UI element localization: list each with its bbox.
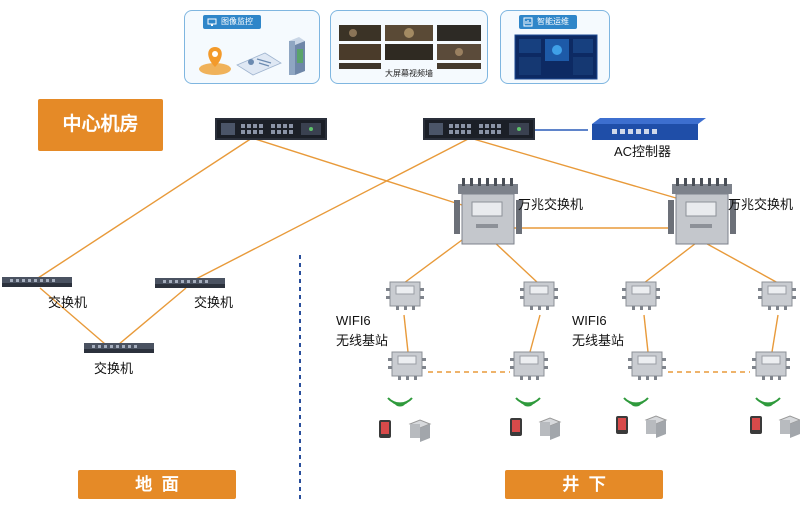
mobile-terminal-icon xyxy=(379,420,391,438)
id-card-icon xyxy=(236,52,282,76)
video-wall-screens xyxy=(339,25,481,69)
wifi6-base-station-6 xyxy=(757,281,797,311)
video-wall-panel: 大屏幕视频墙 xyxy=(330,10,488,84)
switch-label-left: 交换机 xyxy=(48,295,88,310)
cap-lamp-terminal-icon xyxy=(409,419,431,443)
cap-lamp-terminal-icon xyxy=(779,415,800,439)
cap-lamp-terminal-icon xyxy=(645,415,667,439)
wifi6-label-left-line2: 无线基站 xyxy=(336,333,389,348)
zone-label-underground: 井 下 xyxy=(505,470,663,499)
server-tower-icon xyxy=(289,37,305,75)
wifi6-base-station-3 xyxy=(387,351,427,381)
image-monitoring-title: 图像监控 xyxy=(203,15,261,29)
mobile-terminal-icon xyxy=(616,416,628,434)
core-switch-left xyxy=(215,118,327,140)
ac-controller-label: AC控制器 xyxy=(614,144,672,159)
cap-lamp-terminal-icon xyxy=(539,417,561,441)
wifi6-base-station-2 xyxy=(519,281,559,311)
wifi-signal-icon xyxy=(755,397,781,407)
ground-switch-right xyxy=(155,278,225,288)
wifi6-base-station-5 xyxy=(621,281,661,311)
mobile-terminal-icon xyxy=(510,418,522,436)
ground-switch-left xyxy=(2,277,72,287)
smart-ops-panel: 智能运维 xyxy=(500,10,610,84)
ground-switch-bottom xyxy=(84,343,154,353)
wifi6-base-station-7 xyxy=(627,351,667,381)
video-tiles xyxy=(339,25,481,69)
switch-label-bottom: 交换机 xyxy=(94,361,134,376)
ac-controller-device xyxy=(592,118,706,140)
video-wall-caption: 大屏幕视频墙 xyxy=(385,69,433,78)
dashboard-icon xyxy=(523,17,533,27)
underground-10g-switch-right xyxy=(667,177,737,245)
zone-label-ground: 地 面 xyxy=(78,470,236,499)
10g-switch-label-left: 万兆交换机 xyxy=(518,197,584,212)
zone-label-center-room: 中心机房 xyxy=(38,99,163,151)
switch-label-right: 交换机 xyxy=(194,295,234,310)
monitor-icon xyxy=(207,18,217,26)
underground-10g-switch-left xyxy=(453,177,523,245)
wifi-signal-icon xyxy=(387,397,413,407)
wifi6-base-station-8 xyxy=(751,351,791,381)
monitoring-illustration xyxy=(199,37,305,76)
core-switch-right xyxy=(423,118,535,140)
wifi6-base-station-1 xyxy=(385,281,425,311)
10g-switch-label-right: 万兆交换机 xyxy=(728,197,794,212)
mobile-terminal-icon xyxy=(750,416,762,434)
image-monitoring-panel: 图像监控 xyxy=(184,10,320,84)
wifi6-base-station-4 xyxy=(509,351,549,381)
wifi6-label-right-line1: WIFI6 xyxy=(572,313,607,328)
wifi6-label-right-line2: 无线基站 xyxy=(572,333,625,348)
orange-links xyxy=(34,137,779,353)
smart-ops-title: 智能运维 xyxy=(519,15,577,29)
ops-dashboard-screen xyxy=(514,34,598,80)
wifi6-label-left-line1: WIFI6 xyxy=(336,313,371,328)
wifi-signal-icon xyxy=(623,397,649,407)
wifi-signal-icon xyxy=(515,397,541,407)
location-pin-icon xyxy=(199,47,231,75)
